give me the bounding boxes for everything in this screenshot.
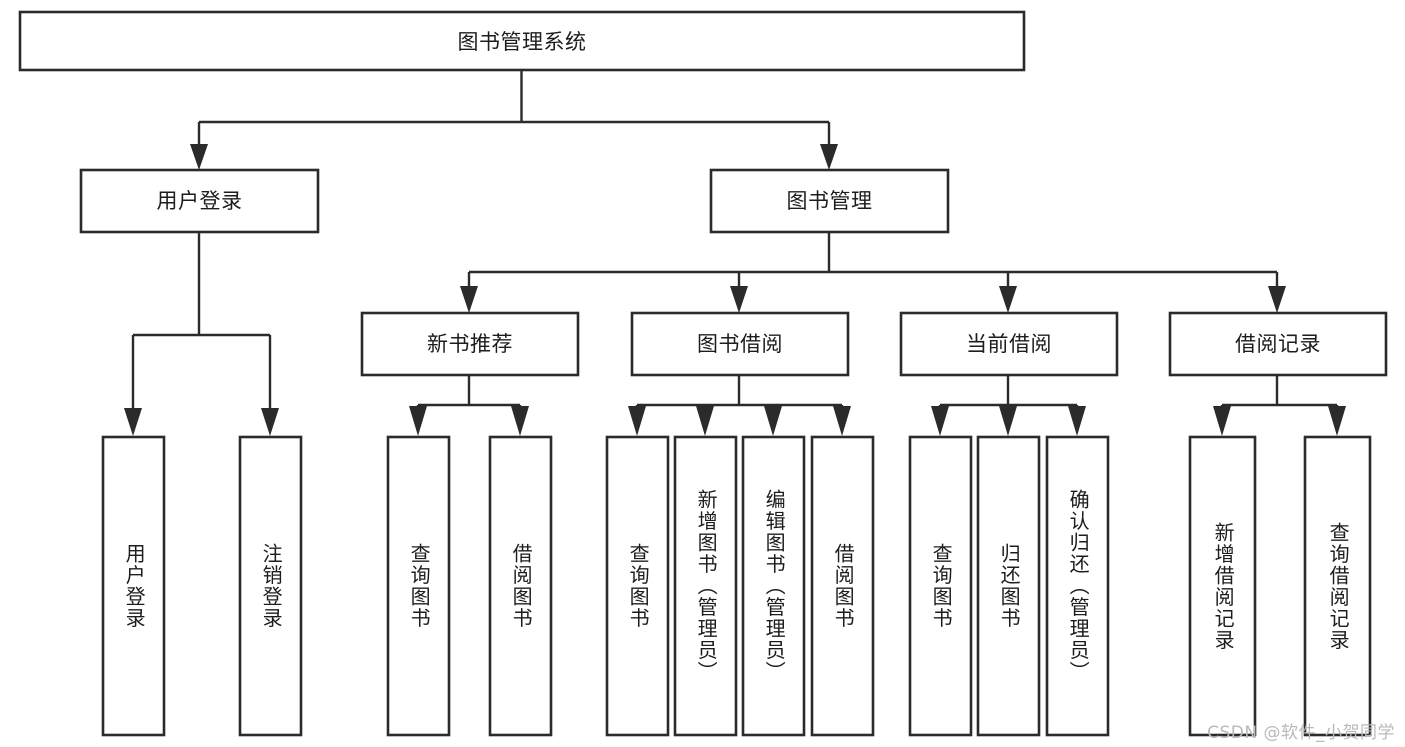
arrowhead-bb-1 [628,406,646,436]
connectors-new-book-to-leaves [409,375,529,436]
leaf-boxes-current-borrow [908,435,1110,737]
node-current-borrow-label: 当前借阅 [966,332,1052,356]
arrowhead-bb-4 [833,406,851,436]
node-book-manage-label: 图书管理 [787,189,873,213]
node-book-borrow-box[interactable] [630,311,850,377]
connectors-current-borrow-to-leaves [931,375,1086,436]
arrowhead-l3-4 [1268,286,1286,313]
leaf-box-current-borrow-3[interactable] [1045,435,1110,737]
node-book-manage[interactable]: 图书管理 [709,168,950,234]
connectors-user-login-to-leaves [124,232,279,436]
leaf-boxes-book-borrow [605,435,875,737]
leaf-box-new-book-2[interactable] [488,435,553,737]
arrowhead-cb-3 [1068,406,1086,436]
arrowhead-l3-2 [730,286,748,313]
arrowhead-br-2 [1328,406,1346,436]
node-user-login-box[interactable] [79,168,320,234]
node-borrow-record-box[interactable] [1168,311,1388,377]
node-borrow-record-label: 借阅记录 [1235,332,1321,356]
arrowhead-nb-1 [409,406,427,436]
leaf-boxes-new-book [386,435,553,737]
node-new-book-recommend-box[interactable] [360,311,580,377]
node-user-login-label: 用户登录 [157,189,243,213]
arrowhead-nb-2 [511,406,529,436]
leaf-boxes-borrow-record [1188,435,1372,737]
node-book-manage-box[interactable] [709,168,950,234]
arrowhead-l3-1 [460,286,478,313]
node-book-borrow-label: 图书借阅 [697,332,783,356]
node-current-borrow-box[interactable] [899,311,1119,377]
leaf-box-user-login-2[interactable] [238,435,303,737]
node-book-borrow[interactable]: 图书借阅 [630,311,850,377]
connectors-root-to-level2 [190,70,838,170]
connectors-book-manage-to-level3 [460,232,1286,313]
node-user-login[interactable]: 用户登录 [79,168,320,234]
node-new-book-recommend[interactable]: 新书推荐 [360,311,580,377]
node-borrow-record[interactable]: 借阅记录 [1168,311,1388,377]
node-root-label: 图书管理系统 [458,30,587,54]
arrowhead-cb-2 [999,406,1017,436]
node-root-box[interactable] [18,10,1026,72]
watermark-text: CSDN @软件_小贺同学 [1207,723,1395,743]
leaf-box-borrow-record-1[interactable] [1188,435,1257,737]
leaf-box-current-borrow-2[interactable] [976,435,1041,737]
leaf-box-borrow-record-2[interactable] [1303,435,1372,737]
leaf-box-book-borrow-1[interactable] [605,435,670,737]
leaf-box-current-borrow-1[interactable] [908,435,973,737]
leaf-boxes-user-login [101,435,303,737]
leaf-box-book-borrow-2[interactable] [673,435,738,737]
arrowhead-l3-3 [999,286,1017,313]
leaf-box-book-borrow-4[interactable] [810,435,875,737]
connectors-book-borrow-to-leaves [628,375,851,436]
arrowhead-bb-3 [764,406,782,436]
arrowhead-user-login [190,144,208,170]
arrowhead-br-1 [1213,406,1231,436]
arrowhead-bb-2 [696,406,714,436]
leaf-box-user-login-1[interactable] [101,435,166,737]
arrowhead-ul-1 [124,408,142,436]
node-current-borrow[interactable]: 当前借阅 [899,311,1119,377]
arrowhead-ul-2 [261,408,279,436]
node-root[interactable]: 图书管理系统 [18,10,1026,72]
leaf-box-book-borrow-3[interactable] [741,435,806,737]
arrowhead-book-manage [820,144,838,170]
leaf-box-new-book-1[interactable] [386,435,451,737]
connectors-borrow-record-to-leaves [1213,375,1346,436]
arrowhead-cb-1 [931,406,949,436]
node-new-book-recommend-label: 新书推荐 [427,332,513,356]
